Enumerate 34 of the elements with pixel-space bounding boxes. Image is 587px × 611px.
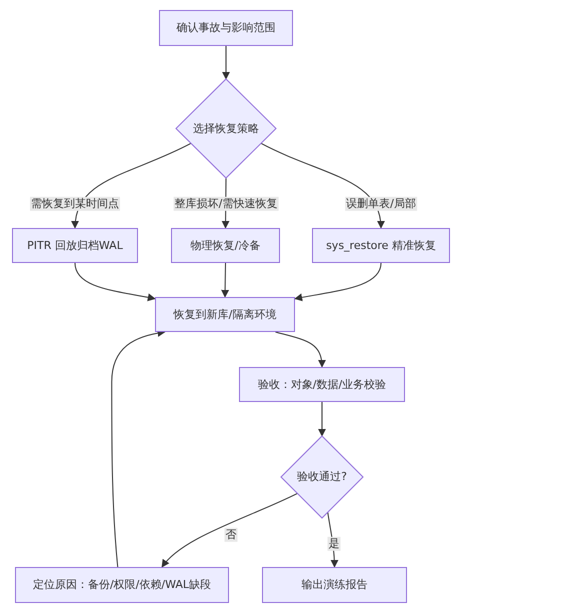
edge-label: 否 xyxy=(224,528,238,542)
decision-label: 选择恢复策略 xyxy=(193,122,259,136)
step-label: 确认事故与影响范围 xyxy=(176,21,276,35)
step-label: PITR 回放归档WAL xyxy=(27,238,123,252)
arrow xyxy=(74,262,156,302)
edge-label: 整库损坏/需快速恢复 xyxy=(174,196,278,212)
arrow xyxy=(72,142,192,229)
step-label: 恢复到新库/隔离环境 xyxy=(174,308,276,322)
step-label: 输出演练报告 xyxy=(302,578,368,592)
arrow xyxy=(221,262,230,298)
decision-label: 验收通过? xyxy=(297,470,347,484)
step-label: 定位原因：备份/权限/依赖/WAL缺段 xyxy=(32,578,212,592)
arrow xyxy=(162,492,298,568)
arrow xyxy=(260,142,384,229)
step-label: sys_restore 精准恢复 xyxy=(326,238,436,252)
process-box xyxy=(159,10,293,46)
process-box xyxy=(262,567,407,603)
process-box xyxy=(239,367,405,402)
arrow xyxy=(222,46,230,80)
edge-label: 需恢复到某时间点 xyxy=(30,196,120,212)
decision-diamond xyxy=(281,436,363,518)
process-box xyxy=(155,297,295,332)
step-label: 物理恢复/冷备 xyxy=(190,238,260,252)
arrow xyxy=(318,402,326,437)
decision-diamond xyxy=(176,79,276,178)
arrow xyxy=(294,262,382,302)
process-box xyxy=(171,228,280,263)
edge-label: 是 xyxy=(328,536,340,552)
arrow xyxy=(274,332,326,368)
edge-label: 误删单表/局部 xyxy=(345,196,417,212)
process-box xyxy=(15,567,229,603)
process-box xyxy=(312,228,450,263)
step-label: 验收：对象/数据/业务校验 xyxy=(258,378,386,392)
process-box xyxy=(12,228,138,263)
